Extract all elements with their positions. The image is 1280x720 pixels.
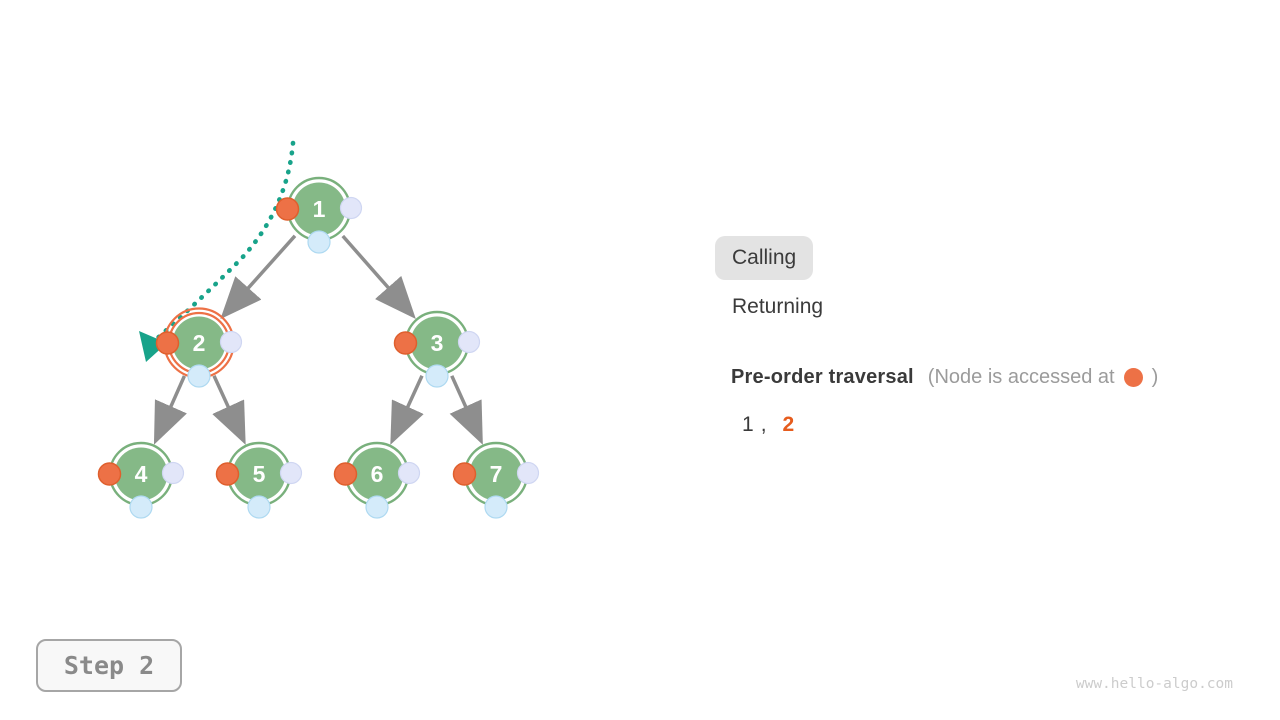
access-dot-icon (393, 331, 418, 355)
legend: Calling Returning (715, 236, 840, 329)
node-label: 5 (253, 461, 266, 487)
traversal-pointer-arrow-icon (139, 331, 167, 362)
bottom-pass-dot-icon (365, 495, 389, 519)
bottom-pass-dot-icon (129, 495, 153, 519)
bottom-pass-dot-icon (187, 364, 211, 388)
node-label: 2 (193, 330, 206, 356)
caption-note: (Node is accessed at ) (928, 366, 1158, 389)
tree-edge (341, 234, 416, 319)
caption-title: Pre-order traversal (731, 366, 914, 388)
tree-edge (212, 375, 246, 445)
right-pass-dot-icon (161, 461, 185, 485)
access-dot-icon (275, 197, 300, 221)
caption-row: Pre-order traversal (Node is accessed at… (731, 366, 1158, 389)
legend-item-returning[interactable]: Returning (732, 295, 824, 318)
node-circle (469, 447, 523, 501)
bottom-pass-dot-icon (484, 495, 508, 519)
node-label: 1 (313, 196, 326, 222)
node-circle (350, 447, 404, 501)
node-circle (292, 182, 346, 236)
node-label: 3 (431, 330, 444, 356)
sequence-separator: , (760, 413, 767, 436)
sequence-value: 2 (782, 413, 795, 436)
legend-item-calling[interactable]: Calling (715, 236, 814, 280)
node-circle (232, 447, 286, 501)
caption-note-suffix: ) (1151, 366, 1159, 388)
step-label: Step 2 (63, 651, 155, 680)
access-dot-icon (1123, 368, 1143, 387)
binary-tree-diagram: 1 2 3 4 5 6 7 (97, 140, 540, 519)
node-label: 6 (371, 461, 384, 487)
right-pass-dot-icon (339, 196, 363, 220)
bottom-pass-dot-icon (307, 230, 331, 254)
right-pass-dot-icon (397, 461, 421, 485)
bottom-pass-dot-icon (425, 364, 449, 388)
node-label: 4 (135, 461, 148, 487)
tree-edge (153, 375, 187, 445)
access-dot-icon (97, 462, 122, 486)
traversal-pointer-curve (149, 140, 296, 346)
access-dot-icon (333, 462, 358, 486)
tree-edge (390, 375, 424, 445)
node-circle (410, 316, 464, 370)
right-pass-dot-icon (279, 461, 303, 485)
access-dot-icon (452, 462, 477, 486)
right-pass-dot-icon (516, 461, 540, 485)
traversal-sequence: 1,2 (742, 413, 794, 437)
sequence-value: 1 (742, 413, 754, 436)
access-dot-icon (215, 462, 240, 486)
tree-edge (449, 375, 483, 445)
access-dot-icon (155, 331, 180, 355)
step-indicator: Step 2 (36, 639, 182, 692)
caption-note-prefix: (Node is accessed at (927, 366, 1115, 388)
node-circle (114, 447, 168, 501)
right-pass-dot-icon (457, 330, 481, 354)
node-circle (172, 316, 226, 370)
watermark: www.hello-algo.com (1075, 676, 1233, 692)
bottom-pass-dot-icon (247, 495, 271, 519)
node-label: 7 (490, 461, 503, 487)
right-pass-dot-icon (219, 330, 243, 354)
tree-edge (220, 234, 297, 320)
